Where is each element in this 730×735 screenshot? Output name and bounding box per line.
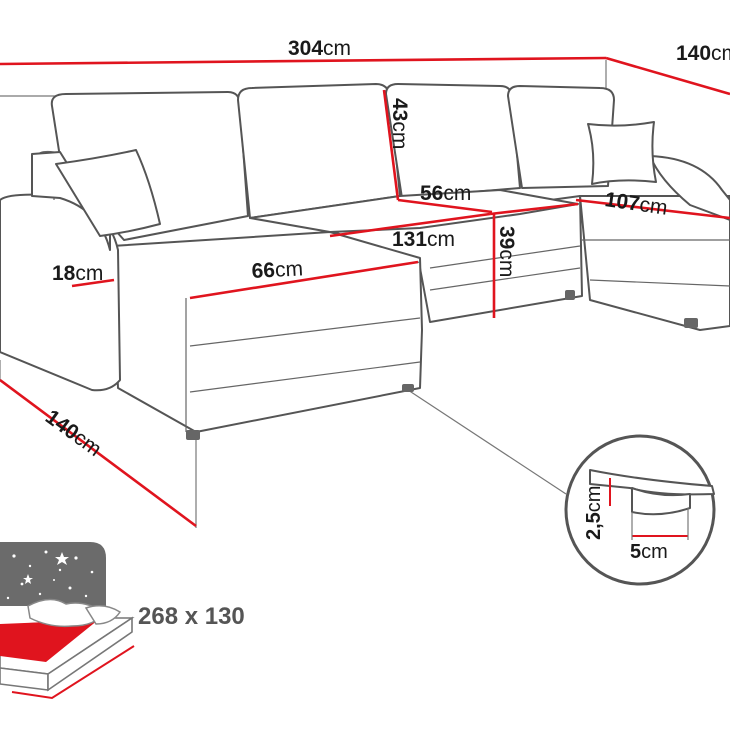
dim-line-107: [575, 198, 730, 220]
foot-detail-magnifier: 2,5cm 5cm: [564, 434, 716, 586]
dim-line-66: [189, 260, 419, 300]
right-foot: [684, 318, 698, 328]
dim-line-304: [0, 56, 607, 66]
label-140-left: 140cm: [41, 405, 106, 461]
label-foot-height: 2,5cm: [583, 486, 605, 540]
back-cushion-2: [237, 83, 401, 219]
label-43: 43cm: [388, 98, 411, 149]
dim-line-131b: [489, 202, 579, 216]
dim-line-43: [382, 89, 400, 201]
label-foot-width: 5cm: [630, 541, 668, 563]
dim-line-140-left: [0, 378, 197, 528]
left-chaise: [111, 231, 423, 433]
label-304: 304cm: [288, 37, 351, 60]
back-cushion-4: [507, 85, 615, 189]
dim-line-56: [397, 198, 493, 214]
sofa-bed-icon: [0, 542, 135, 700]
pillow-right: [587, 121, 657, 185]
stars: [6, 550, 94, 600]
label-39: 39cm: [495, 226, 518, 277]
label-66: 66cm: [251, 257, 303, 283]
seat-cushion-center: [249, 189, 579, 233]
extension-lines: [0, 60, 607, 528]
dimension-labels: 304cm 140cm 43cm 56cm 107cm 131cm 39cm 1…: [41, 37, 730, 461]
dim-line-18: [71, 278, 115, 288]
sofa-drawing: [0, 83, 730, 440]
label-107: 107cm: [603, 188, 669, 220]
label-18: 18cm: [52, 262, 103, 285]
dim-line-140-right: [605, 56, 730, 96]
dimension-lines: [0, 56, 730, 528]
label-131: 131cm: [392, 228, 455, 251]
label-56: 56cm: [420, 182, 471, 205]
label-140-right: 140cm: [676, 42, 730, 65]
right-armrest: [649, 155, 730, 221]
starry-night-icon: [0, 542, 106, 606]
dim-line-131: [329, 212, 491, 238]
pillow-left: [55, 149, 161, 237]
bed-size-label: 268 x 130: [138, 603, 245, 630]
